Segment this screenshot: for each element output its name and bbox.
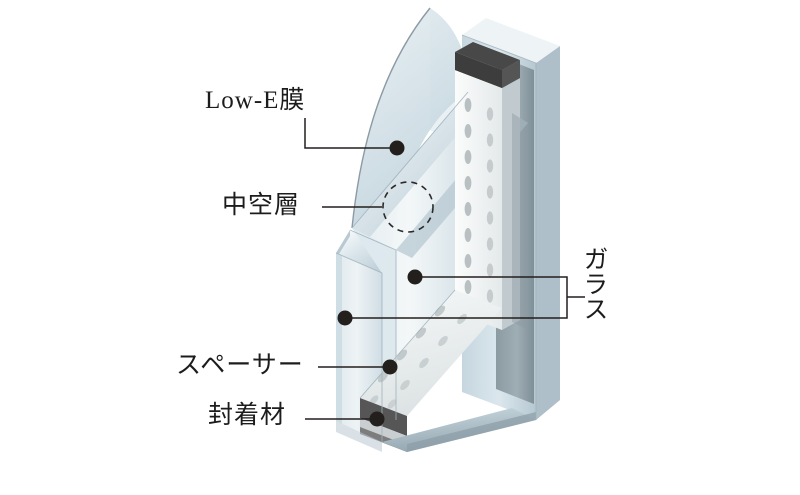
sealant-cap-top — [455, 42, 520, 88]
air-gap-marker-circle — [382, 181, 434, 233]
dot-sealant — [369, 411, 385, 427]
dot-glass-inner — [407, 269, 423, 285]
spacer-perforations-bottom — [369, 305, 467, 409]
callout-leaders — [304, 118, 585, 420]
label-lowe-film: Low-E膜 — [205, 87, 306, 114]
dot-glass-outer — [337, 310, 353, 326]
dot-lowe-film — [389, 140, 405, 156]
label-air-gap: 中空層 — [222, 192, 301, 219]
label-spacer: スペーサー — [176, 352, 304, 379]
callout-dots — [337, 140, 423, 427]
leader-lowe-film — [304, 118, 397, 149]
spacer-perforations-vertical — [464, 98, 494, 303]
inner-shadow-strip — [502, 78, 528, 330]
bottom-under-face — [336, 408, 536, 452]
contour-lines — [335, 34, 537, 442]
label-glass: ガラス — [580, 246, 607, 321]
dot-spacer — [382, 359, 398, 375]
label-sealant: 封着材 — [208, 402, 287, 429]
spacer-bar-vertical — [455, 70, 520, 330]
